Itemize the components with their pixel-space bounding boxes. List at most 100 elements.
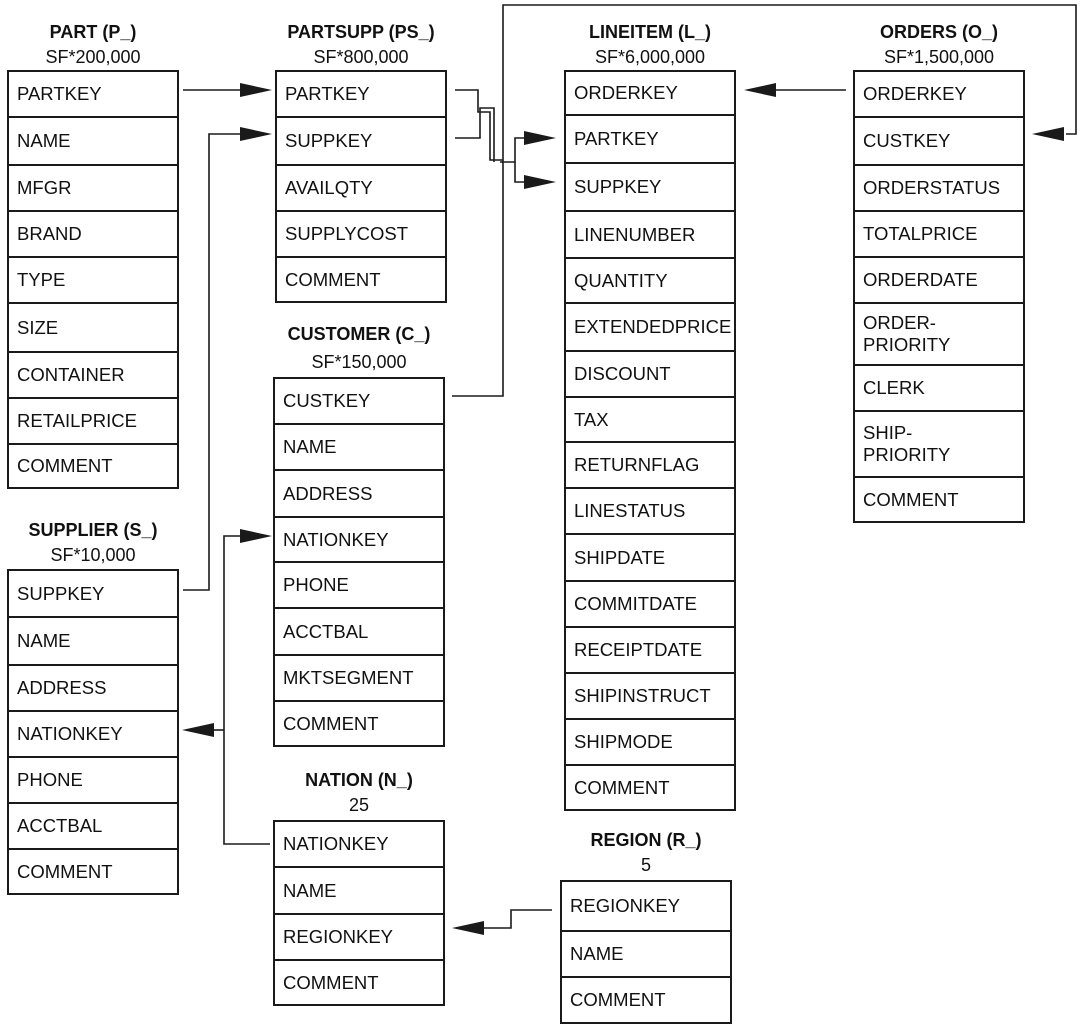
field-comment: COMMENT	[560, 976, 732, 1024]
field-label: ORDERKEY	[863, 83, 967, 104]
field-label: BRAND	[17, 223, 82, 244]
field-totalprice: TOTALPRICE	[853, 210, 1025, 258]
field-label: ACCTBAL	[17, 815, 103, 836]
link-lineitem-suppkey	[514, 162, 528, 183]
field-name: NAME	[273, 866, 445, 915]
field-comment: COMMENT	[853, 476, 1025, 523]
field-label: NATIONKEY	[283, 528, 389, 550]
field-suppkey: SUPPKEY	[564, 162, 736, 212]
field-label: ORDERDATE	[863, 269, 978, 290]
field-mktsegment: MKTSEGMENT	[273, 654, 445, 702]
field-custkey: CUSTKEY	[853, 116, 1025, 166]
field-label: COMMENT	[17, 860, 113, 882]
field-label: ORDERSTATUS	[863, 177, 1001, 198]
field-shipdate: SHIPDATE	[564, 533, 736, 582]
field-label: EXTENDEDPRICE	[574, 316, 732, 337]
field-label: TAX	[574, 408, 609, 430]
field-nationkey: NATIONKEY	[273, 516, 445, 563]
field-label: SUPPKEY	[17, 582, 105, 604]
field-address: ADDRESS	[7, 664, 179, 712]
link-nation-customer	[223, 535, 270, 845]
field-label: TYPE	[17, 269, 66, 290]
field-label: SUPPKEY	[574, 176, 662, 197]
field-label: SUPPKEY	[285, 130, 373, 151]
table-title: CUSTOMER (C_)	[287, 324, 431, 344]
field-orderstatus: ORDERSTATUS	[853, 164, 1025, 212]
field-label: ADDRESS	[17, 677, 107, 698]
arrow-head	[524, 175, 556, 189]
field-label: CONTAINER	[17, 364, 125, 385]
field-retailprice: RETAILPRICE	[7, 397, 179, 445]
field-label: ACCTBAL	[283, 620, 369, 642]
field-comment: COMMENT	[273, 700, 445, 747]
field-label: NAME	[570, 943, 624, 964]
field-label: TOTALPRICE	[863, 223, 978, 244]
field-label: COMMENT	[283, 971, 379, 993]
field-label: DISCOUNT	[574, 363, 671, 384]
field-label: CUSTKEY	[863, 130, 951, 151]
arrow-head	[1032, 127, 1064, 141]
field-comment: COMMENT	[7, 443, 179, 489]
field-comment: COMMENT	[564, 764, 736, 811]
field-partkey: PARTKEY	[275, 70, 447, 118]
field-label: REGIONKEY	[283, 926, 393, 947]
field-label: COMMENT	[570, 989, 666, 1010]
arrow-head	[452, 921, 484, 935]
field-linestatus: LINESTATUS	[564, 487, 736, 535]
field-extendedprice: EXTENDEDPRICE	[564, 302, 736, 352]
link-region-nation	[484, 909, 552, 929]
field-label: PHONE	[17, 769, 83, 790]
field-label: RETURNFLAG	[574, 454, 700, 475]
field-label: NAME	[283, 436, 337, 457]
field-label: SUPPLYCOST	[285, 223, 409, 244]
field-label: PARTKEY	[285, 83, 370, 104]
field-label: SIZE	[17, 316, 59, 338]
field-label: COMMENT	[17, 455, 113, 476]
table-title: REGION (R_)	[590, 830, 702, 850]
table-title: NATION (N_)	[305, 770, 413, 790]
field-suppkey: SUPPKEY	[7, 569, 179, 618]
field-label: SHIPINSTRUCT	[574, 685, 711, 706]
link-supplier-partsupp	[183, 133, 244, 591]
field-type: TYPE	[7, 256, 179, 304]
field-label: RECEIPTDATE	[574, 639, 703, 660]
field-label: SHIPDATE	[574, 546, 666, 568]
field-acctbal: ACCTBAL	[7, 802, 179, 850]
field-mfgr: MFGR	[7, 164, 179, 212]
field-label: NAME	[17, 130, 71, 151]
table-row-count: SF*1,500,000	[883, 47, 995, 67]
field-clerk: CLERK	[853, 364, 1025, 412]
field-nationkey: NATIONKEY	[273, 820, 445, 868]
field-phone: PHONE	[7, 756, 179, 804]
arrow-head	[744, 83, 776, 97]
field-label: COMMITDATE	[574, 593, 697, 614]
field-container: CONTAINER	[7, 351, 179, 399]
field-label: LINESTATUS	[574, 500, 686, 521]
arrow-head	[182, 723, 214, 737]
table-row-count: SF*150,000	[311, 352, 407, 372]
field-label: NATIONKEY	[17, 723, 123, 744]
field-label: LINENUMBER	[574, 223, 696, 245]
arrow-head	[240, 529, 272, 543]
field-receiptdate: RECEIPTDATE	[564, 626, 736, 674]
field-label: RETAILPRICE	[17, 410, 137, 431]
table-row-count: 25	[348, 795, 370, 815]
field-name: NAME	[7, 616, 179, 666]
field-name: NAME	[7, 116, 179, 166]
field-label: ORDERKEY	[574, 82, 678, 103]
field-label: MKTSEGMENT	[283, 667, 414, 688]
field-comment: COMMENT	[275, 256, 447, 303]
field-label: ADDRESS	[283, 482, 373, 504]
field-comment: COMMENT	[7, 848, 179, 895]
field-label: AVAILQTY	[285, 177, 373, 198]
field-label: REGIONKEY	[570, 895, 680, 916]
field-partkey: PARTKEY	[7, 70, 179, 118]
arrow-head	[240, 127, 272, 141]
field-commitdate: COMMITDATE	[564, 580, 736, 628]
field-quantity: QUANTITY	[564, 257, 736, 304]
table-title: LINEITEM (L_)	[589, 22, 711, 42]
arrow-head	[240, 83, 272, 97]
field-label: PARTKEY	[17, 83, 102, 104]
